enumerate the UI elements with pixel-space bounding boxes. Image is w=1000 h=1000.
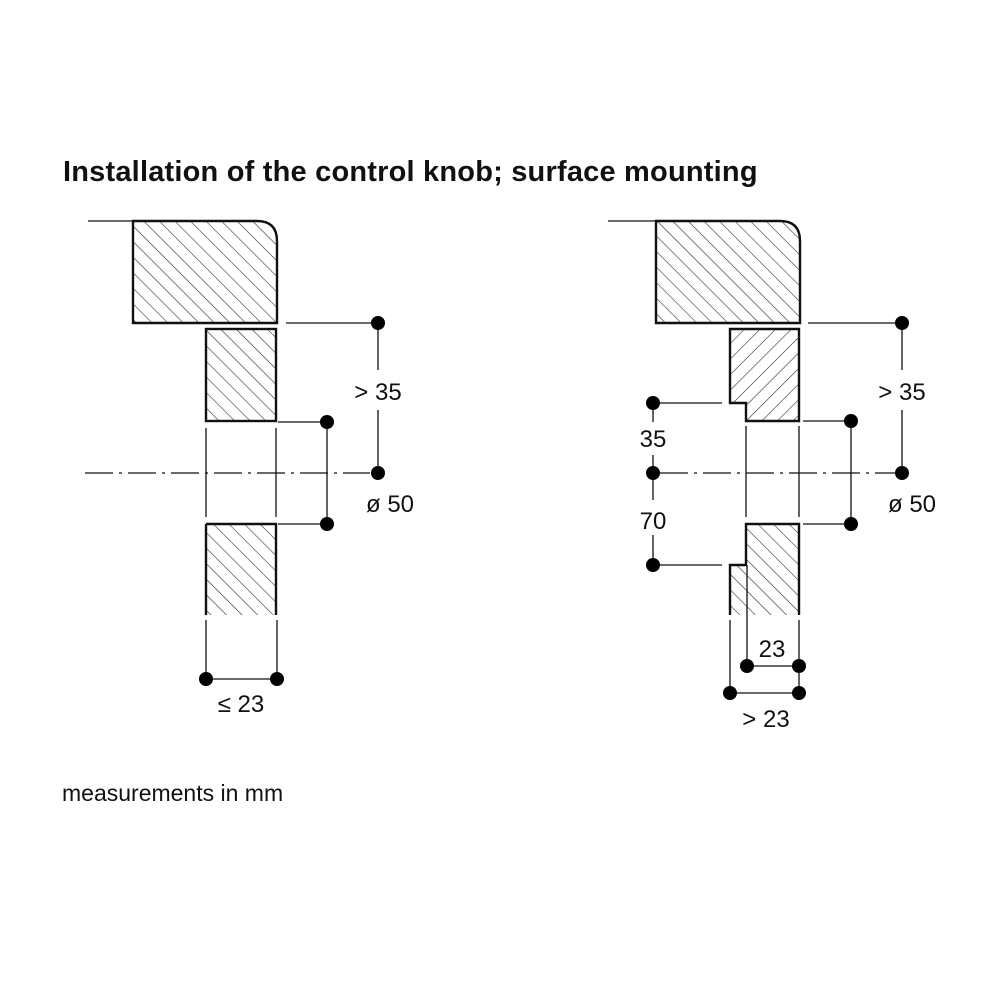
dimension-dots xyxy=(646,316,909,700)
panel-upper-section xyxy=(728,327,801,423)
panel-lower-section xyxy=(728,522,801,615)
lower-offset-dimension: 70 xyxy=(640,508,667,535)
panel-lower-section xyxy=(204,522,278,615)
worktop-section xyxy=(654,219,802,325)
measurement-note: measurements in mm xyxy=(62,780,284,806)
upper-offset-dimension: 35 xyxy=(640,426,667,453)
inner-width-dimension: 23 xyxy=(759,636,786,663)
right-diagram: > 35 ø 50 35 70 23 > 23 xyxy=(608,219,936,733)
outer-width-dimension: > 23 xyxy=(742,706,789,733)
panel-upper-section xyxy=(204,327,278,423)
gap-dimension: > 35 xyxy=(878,379,925,406)
gap-dimension: > 35 xyxy=(354,379,401,406)
diameter-dimension: ø 50 xyxy=(888,491,936,518)
dimension-dots xyxy=(199,316,385,686)
left-diagram: > 35 ø 50 ≤ 23 xyxy=(85,219,414,718)
width-dimension: ≤ 23 xyxy=(218,691,265,718)
page-title: Installation of the control knob; surfac… xyxy=(63,156,758,188)
worktop-section xyxy=(131,219,279,325)
diameter-dimension: ø 50 xyxy=(366,491,414,518)
